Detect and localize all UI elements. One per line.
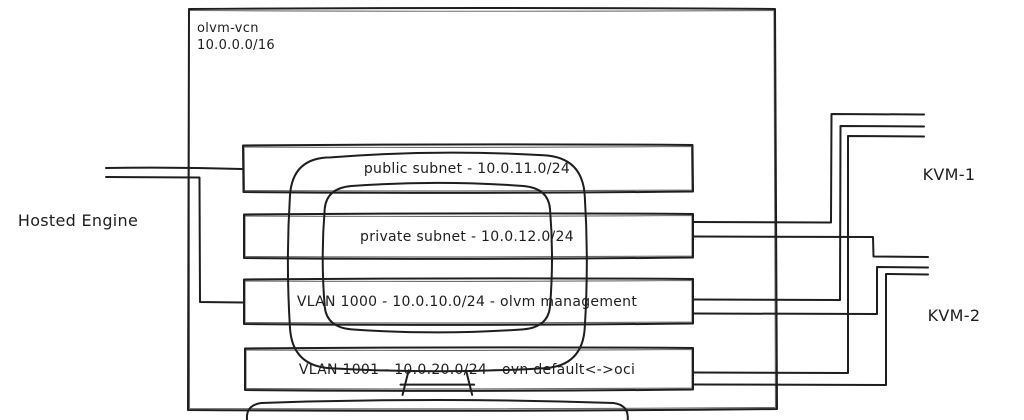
connection-private-subnet-to-kvm-2 [693, 235, 929, 258]
host-label-kvm-1: KVM-1 [923, 165, 976, 184]
vcn-name: olvm-vcn [197, 21, 259, 36]
connection-vlan-1000-to-kvm-2 [693, 266, 929, 315]
connection-vlan-1001-to-kvm-2 [693, 273, 929, 386]
connections [105, 113, 929, 386]
host-kvm-2: KVM-2 [928, 306, 981, 325]
connection-vlan-1001-to-kvm-1 [693, 135, 925, 374]
subnet-label-private: private subnet - 10.0.12.0/24 [360, 229, 574, 245]
subnet-box-vlan-1000: VLAN 1000 - 10.0.10.0/24 - olvm manageme… [243, 277, 694, 326]
connection-vlan-1000-to-kvm-1 [693, 125, 925, 301]
connection-hosted-engine-to-vlan-1000 [105, 176, 244, 304]
host-label-hosted-engine: Hosted Engine [18, 211, 138, 230]
subnet-label-public: public subnet - 10.0.11.0/24 [364, 161, 570, 177]
vcn-box: olvm-vcn 10.0.0.0/16 [187, 7, 778, 412]
vcn-cidr: 10.0.0.0/16 [197, 38, 275, 53]
host-label-kvm-2: KVM-2 [928, 306, 981, 325]
connection-private-subnet-to-kvm-1 [693, 113, 925, 224]
connection-hosted-engine-to-public-subnet [105, 166, 243, 170]
subnet-box-public: public subnet - 10.0.11.0/24 [242, 143, 694, 194]
host-kvm-1: KVM-1 [923, 165, 976, 184]
subnet-label-vlan-1000: VLAN 1000 - 10.0.10.0/24 - olvm manageme… [297, 294, 637, 310]
subnet-box-private: private subnet - 10.0.12.0/24 [243, 212, 694, 260]
host-hosted-engine: Hosted Engine [18, 153, 628, 420]
